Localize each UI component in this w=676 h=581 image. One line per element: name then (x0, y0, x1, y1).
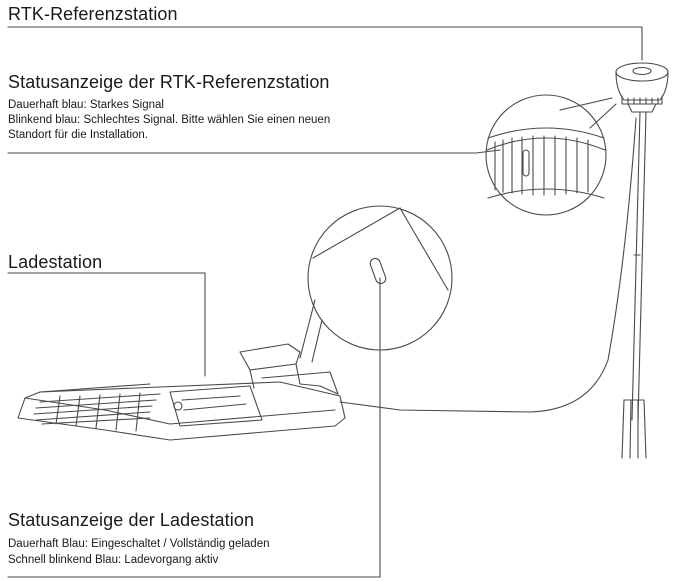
rtk-status-line: Dauerhaft blau: Starkes Signal (8, 99, 164, 111)
charging-status-line: Schnell blinkend Blau: Ladevorgang aktiv (8, 554, 219, 566)
leader-line-rtk-station (7, 26, 643, 61)
charging-station-illustration (17, 343, 346, 441)
charging-status-line: Dauerhaft Blau: Eingeschaltet / Vollstän… (8, 538, 270, 550)
rtk-station-title: RTK-Referenzstation (8, 4, 178, 24)
rtk-mounting-pole (621, 111, 647, 459)
rtk-status-title: Statusanzeige der RTK-Referenzstation (8, 72, 330, 92)
charging-zoom-callout (307, 205, 453, 351)
charging-status-title: Statusanzeige der Ladestation (8, 510, 255, 530)
leader-line-charging-station (7, 272, 206, 377)
charging-zoom-connector (299, 299, 323, 363)
leader-line-charging-status (7, 277, 381, 578)
rtk-status-line: Standort für die Installation. (8, 129, 148, 141)
rtk-status-line: Blinkend blau: Schlechtes Signal. Bitte … (8, 114, 331, 126)
rtk-zoom-callout (485, 94, 607, 216)
rtk-cable (339, 117, 637, 413)
rtk-antenna-illustration (615, 62, 669, 113)
rtk-zoom-connector (559, 97, 617, 129)
leader-line-rtk-status (7, 149, 501, 154)
charging-station-title: Ladestation (8, 252, 103, 272)
